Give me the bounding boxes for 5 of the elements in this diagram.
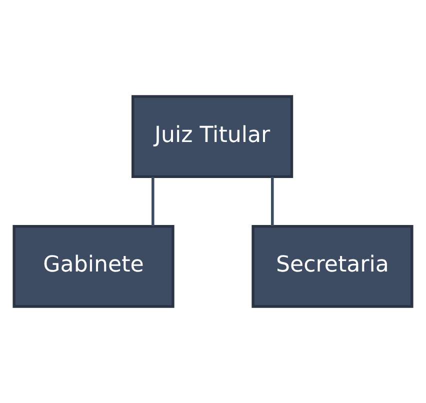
node-box: Gabinete [12,224,174,308]
connector [152,176,154,226]
node-box: Juiz Titular [132,95,294,178]
connector [271,176,274,226]
node-box: Secretaria [252,224,414,308]
